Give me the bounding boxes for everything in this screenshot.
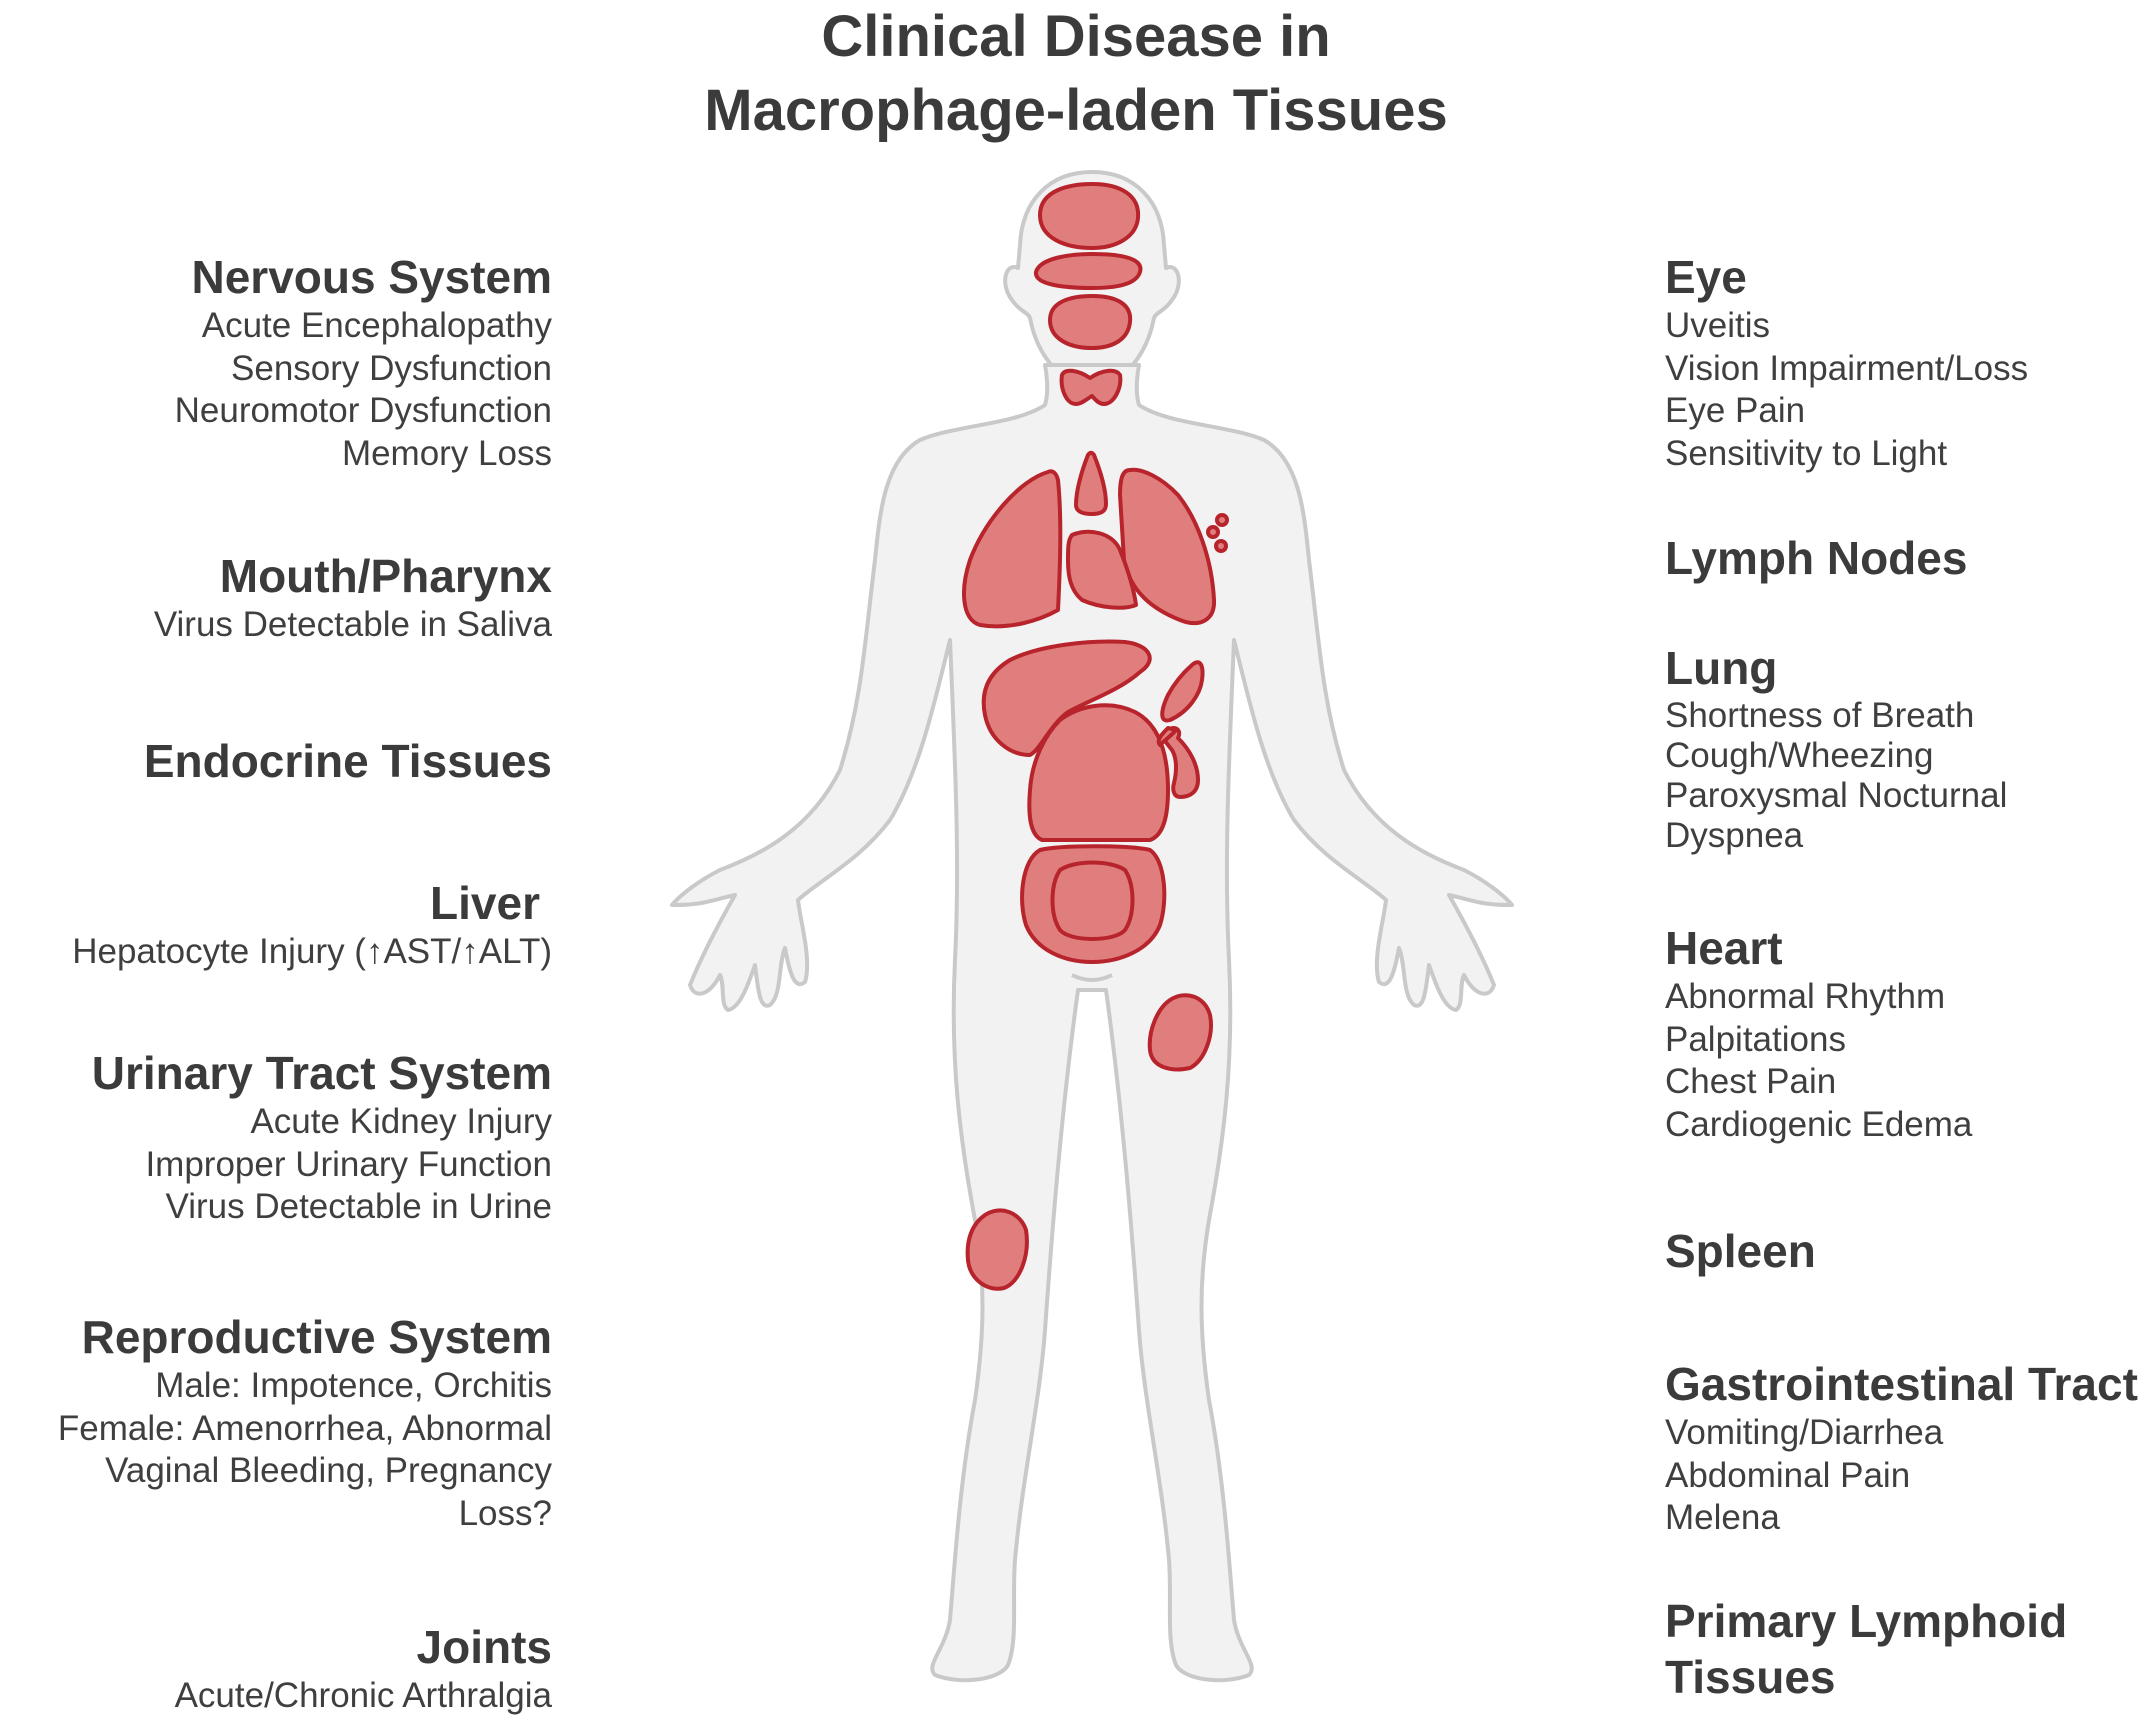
group-item: Abnormal Rhythm: [1665, 977, 1946, 1016]
group-item: Sensory Dysfunction: [231, 348, 552, 388]
lymph-node-2: [1206, 525, 1220, 539]
group-heading: Urinary Tract System: [91, 1047, 552, 1099]
joint-organ: [965, 1208, 1029, 1291]
group-primary-lymphoid-tissues: Primary Lymphoid Tissues: [1665, 1593, 2105, 1705]
bladder-organ: [1050, 860, 1135, 941]
group-item: Eye Pain: [1665, 391, 1806, 430]
group-item: Acute Kidney Injury: [250, 1102, 552, 1141]
title-line-2: Macrophage-laden Tissues: [704, 78, 1448, 143]
groin-line: [1071, 973, 1113, 982]
group-item: Male: Impotence, Orchitis: [155, 1366, 552, 1405]
group-item: Female: Amenorrhea, Abnormal: [57, 1408, 552, 1448]
trachea-organ: [1074, 450, 1108, 516]
kidney-organ: [1162, 726, 1200, 799]
group-heading: Reproductive System: [81, 1311, 552, 1363]
group-endocrine-tissues: Endocrine Tissues: [144, 733, 552, 789]
group-lung: Lung Shortness of Breath Cough/Wheezing …: [1665, 640, 2007, 856]
group-heading: Eye: [1665, 251, 1747, 303]
group-heart: Heart Abnormal Rhythm Palpitations Chest…: [1665, 920, 1972, 1146]
group-item: Vomiting/Diarrhea: [1665, 1413, 1944, 1452]
organs: [962, 182, 1229, 1291]
figure-title: Clinical Disease in Macrophage-laden Tis…: [0, 0, 2152, 148]
group-item: Loss?: [458, 1493, 552, 1533]
group-heading: Endocrine Tissues: [143, 735, 552, 787]
liver-organ: [981, 639, 1152, 757]
group-spleen: Spleen: [1665, 1223, 1816, 1279]
group-heading: Mouth/Pharynx: [219, 550, 552, 602]
group-item: Melena: [1665, 1498, 1780, 1537]
lymph-node-3: [1214, 539, 1228, 553]
group-item: Improper Urinary Function: [145, 1144, 552, 1184]
group-item: Uveitis: [1665, 306, 1771, 345]
stomach-organ: [1027, 703, 1170, 842]
group-heading: Gastrointestinal Tract: [1665, 1358, 2138, 1410]
group-item: Neuromotor Dysfunction: [174, 391, 552, 430]
group-item: Vision Impairment/Loss: [1665, 348, 2029, 388]
lymph-node-1: [1215, 513, 1229, 527]
group-heading: Nervous System: [191, 251, 553, 303]
group-heading: Primary Lymphoid Tissues: [1665, 1595, 2068, 1703]
group-heading: Heart: [1665, 922, 1783, 974]
group-heading: Joints: [416, 1621, 552, 1673]
group-item: Cough/Wheezing: [1665, 736, 1934, 775]
group-heading: Liver: [430, 877, 540, 929]
group-nervous-system: Nervous System Acute Encephalopathy Sens…: [175, 249, 552, 475]
spleen-organ: [1160, 660, 1205, 723]
torso-and-limbs-shape: [670, 363, 1514, 1683]
adrenal-organ: [1156, 726, 1178, 747]
lung-left-organ: [1118, 467, 1217, 626]
group-item: Dyspnea: [1665, 816, 1804, 855]
group-heading: Spleen: [1665, 1225, 1816, 1277]
group-lymph-nodes: Lymph Nodes: [1665, 530, 1967, 586]
group-joints: Joints Acute/Chronic Arthralgia: [175, 1619, 552, 1718]
group-item: Vaginal Bleeding, Pregnancy: [105, 1451, 552, 1490]
group-heading: Lung: [1665, 642, 1778, 694]
group-item: Cardiogenic Edema: [1665, 1104, 1973, 1144]
group-item: Palpitations: [1665, 1019, 1846, 1059]
group-item: Shortness of Breath: [1665, 696, 1975, 735]
group-liver: Liver Hepatocyte Injury (↑AST/↑ALT): [72, 875, 552, 974]
group-item: Paroxysmal Nocturnal: [1665, 776, 2008, 815]
lymphoid-organ: [1147, 993, 1213, 1072]
group-item: Chest Pain: [1665, 1062, 1837, 1101]
group-reproductive-system: Reproductive System Male: Impotence, Orc…: [58, 1309, 552, 1535]
group-urinary-tract: Urinary Tract System Acute Kidney Injury…: [92, 1045, 552, 1229]
group-heading: Lymph Nodes: [1665, 532, 1968, 584]
group-item: Sensitivity to Light: [1665, 433, 1948, 473]
brain-organ: [1038, 182, 1141, 250]
group-eye: Eye Uveitis Vision Impairment/Loss Eye P…: [1665, 249, 2028, 475]
lung-right-organ: [962, 469, 1063, 629]
group-item: Abdominal Pain: [1665, 1455, 1911, 1495]
group-item: Acute Encephalopathy: [201, 306, 552, 345]
group-gastrointestinal-tract: Gastrointestinal Tract Vomiting/Diarrhea…: [1665, 1356, 2138, 1540]
group-item: Memory Loss: [341, 433, 552, 473]
group-item: Virus Detectable in Urine: [165, 1187, 553, 1226]
heart-organ: [1066, 529, 1138, 610]
group-item: Virus Detectable in Saliva: [153, 605, 552, 644]
eye-organ: [1034, 252, 1143, 290]
group-mouth-pharynx: Mouth/Pharynx Virus Detectable in Saliva: [154, 548, 552, 647]
thyroid-organ: [1059, 368, 1123, 406]
title-line-1: Clinical Disease in: [821, 4, 1331, 69]
group-item: Acute/Chronic Arthralgia: [174, 1676, 552, 1715]
group-item: Hepatocyte Injury (↑AST/↑ALT): [72, 932, 552, 971]
mouth-organ: [1048, 294, 1133, 350]
